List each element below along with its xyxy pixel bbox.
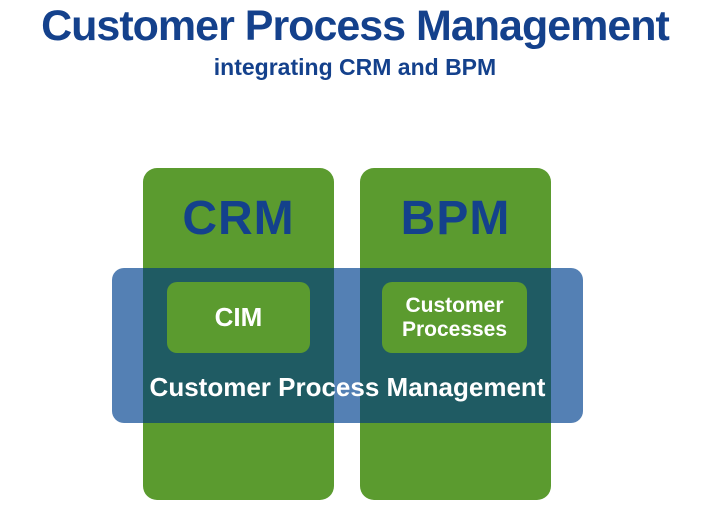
cim-box: CIM [167, 282, 310, 353]
bpm-label: BPM [400, 191, 511, 245]
crm-label: CRM [182, 191, 295, 245]
page-title: Customer Process Management [41, 2, 670, 50]
page-subtitle: integrating CRM and BPM [213, 54, 497, 80]
band-label: Customer Process Management [149, 371, 546, 402]
customer-processes-box: Customer Processes [382, 282, 527, 353]
